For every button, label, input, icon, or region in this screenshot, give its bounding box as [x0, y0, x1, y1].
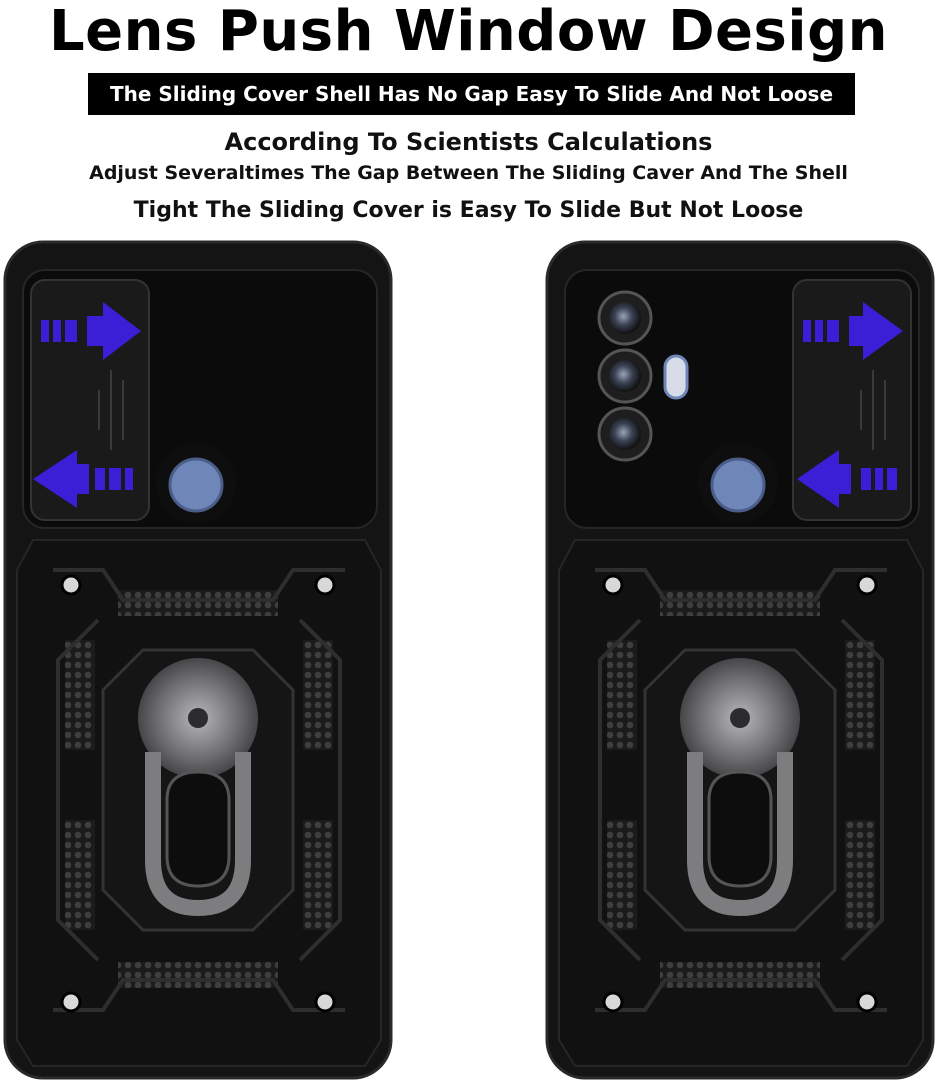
arrow-left-icon [797, 450, 897, 508]
hex-grid-right-upper [303, 640, 333, 750]
case-image-closed [3, 240, 395, 1080]
hex-grid-right-lower [303, 820, 333, 930]
subtitle-line-1: According To Scientists Calculations [224, 128, 713, 156]
hex-grid-left-upper [65, 640, 95, 750]
hex-grid-right-upper [845, 640, 875, 750]
ring-holder-icon [680, 658, 800, 917]
camera-lens-icon [597, 290, 653, 462]
hex-grid-left-upper [607, 640, 637, 750]
screws [602, 574, 878, 1013]
hex-grid-top [118, 590, 278, 616]
hex-grid-right-lower [845, 820, 875, 930]
ring-holder-icon [138, 658, 258, 917]
slider-grip [860, 370, 886, 450]
subtitle-line-3: Tight The Sliding Cover is Easy To Slide… [133, 198, 804, 223]
arrow-left-icon [33, 450, 133, 508]
feature-banner: The Sliding Cover Shell Has No Gap Easy … [88, 73, 855, 115]
case-image-open [545, 240, 937, 1080]
hex-grid-left-lower [607, 820, 637, 930]
arrow-right-icon [803, 302, 903, 360]
fingerprint-sensor-icon [168, 457, 224, 513]
screws [60, 574, 336, 1013]
subtitle-line-2: Adjust Severaltimes The Gap Between The … [89, 162, 848, 184]
hex-grid-top [660, 590, 820, 616]
hex-grid-bottom [660, 962, 820, 988]
fingerprint-sensor-icon [710, 457, 766, 513]
slider-grip [98, 370, 124, 450]
arrow-right-icon [41, 302, 141, 360]
hex-grid-bottom [118, 962, 278, 988]
page-title: Lens Push Window Design [48, 0, 889, 64]
hex-grid-left-lower [65, 820, 95, 930]
flash-icon [663, 354, 689, 400]
